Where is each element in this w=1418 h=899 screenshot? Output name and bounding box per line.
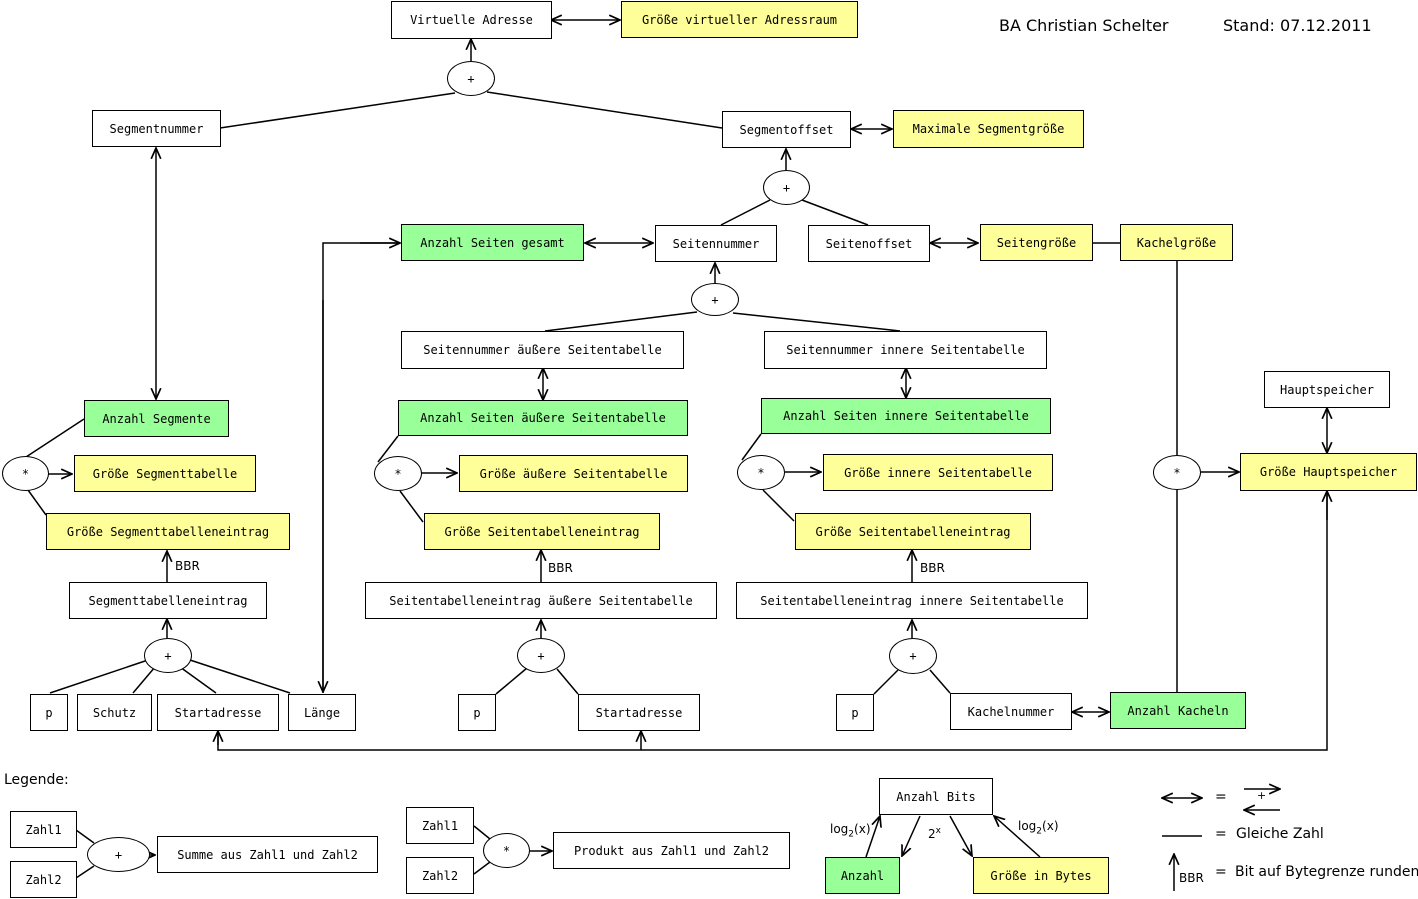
legend-zahl2-times: Zahl2 bbox=[406, 857, 474, 894]
legend-title: Legende: bbox=[4, 772, 69, 788]
op-plus-segmentoffset: + bbox=[763, 170, 810, 205]
box-anzahl-seiten-innere: Anzahl Seiten innere Seitentabelle bbox=[761, 398, 1051, 434]
box-seitennummer-aeussere: Seitennummer äußere Seitentabelle bbox=[401, 331, 684, 369]
box-seitentabelleneintrag-innere: Seitentabelleneintrag innere Seitentabel… bbox=[736, 582, 1088, 619]
box-groesse-hauptspeicher: Größe Hauptspeicher bbox=[1240, 453, 1417, 491]
bbr-label-aeussere: BBR bbox=[548, 561, 573, 575]
box-groesse-virtueller-adressraum: Größe virtueller Adressraum bbox=[621, 1, 858, 38]
box-anzahl-kacheln: Anzahl Kacheln bbox=[1110, 692, 1246, 729]
box-hauptspeicher: Hauptspeicher bbox=[1264, 371, 1390, 408]
box-seitengroesse: Seitengröße bbox=[980, 224, 1093, 261]
op-plus-segmenttabelleneintrag: + bbox=[144, 638, 192, 673]
box-seitennummer: Seitennummer bbox=[655, 225, 777, 262]
box-kachelnummer: Kachelnummer bbox=[950, 693, 1072, 730]
legend-anzahl-bits: Anzahl Bits bbox=[879, 778, 993, 815]
box-laenge: Länge bbox=[288, 694, 356, 731]
legend-log-right: log2(x) bbox=[1018, 819, 1059, 837]
legend-eq-2: = bbox=[1215, 826, 1227, 842]
legend-zahl2-plus: Zahl2 bbox=[10, 861, 77, 898]
op-plus-ste-aeussere: + bbox=[517, 638, 565, 673]
box-segmentoffset: Segmentoffset bbox=[722, 111, 851, 148]
box-segmenttabelleneintrag: Segmenttabelleneintrag bbox=[69, 582, 267, 619]
box-p-segment: p bbox=[30, 694, 68, 731]
box-segmentnummer: Segmentnummer bbox=[92, 110, 221, 147]
legend-eq-1: = bbox=[1215, 789, 1227, 805]
box-virtuelle-adresse: Virtuelle Adresse bbox=[391, 1, 552, 39]
op-times-segmenttabelle: * bbox=[2, 456, 49, 491]
op-plus-seitennummer: + bbox=[691, 283, 739, 316]
box-anzahl-seiten-aeussere: Anzahl Seiten äußere Seitentabelle bbox=[398, 400, 688, 436]
box-anzahl-seiten-gesamt: Anzahl Seiten gesamt bbox=[401, 224, 584, 261]
legend-gleiche-zahl: Gleiche Zahl bbox=[1236, 826, 1324, 842]
legend-produkt: Produkt aus Zahl1 und Zahl2 bbox=[553, 832, 790, 869]
op-times-aeussere: * bbox=[374, 456, 422, 491]
legend-anzahl: Anzahl bbox=[825, 857, 900, 894]
legend-pow: 2x bbox=[928, 826, 941, 841]
box-maximale-segmentgroesse: Maximale Segmentgröße bbox=[893, 110, 1084, 148]
box-p-innere: p bbox=[836, 694, 874, 731]
legend-swap-plus: + bbox=[1257, 789, 1267, 802]
box-groesse-segmenttabelleneintrag: Größe Segmenttabelleneintrag bbox=[46, 513, 290, 550]
legend-op-times: * bbox=[483, 833, 530, 868]
box-seitenoffset: Seitenoffset bbox=[808, 225, 930, 262]
legend-op-plus: + bbox=[87, 837, 150, 872]
box-groesse-segmenttabelle: Größe Segmenttabelle bbox=[74, 455, 256, 492]
box-seitennummer-innere: Seitennummer innere Seitentabelle bbox=[764, 331, 1047, 369]
box-groesse-seitentabelleneintrag-aeussere: Größe Seitentabelleneintrag bbox=[424, 513, 660, 550]
legend-bbr: BBR bbox=[1179, 871, 1204, 885]
op-plus-ste-innere: + bbox=[889, 638, 937, 674]
legend-eq-3: = bbox=[1215, 864, 1227, 880]
box-schutz: Schutz bbox=[77, 694, 152, 731]
box-groesse-innere: Größe innere Seitentabelle bbox=[823, 454, 1053, 491]
bbr-label-segment: BBR bbox=[175, 559, 200, 573]
legend-log-left: log2(x) bbox=[830, 822, 871, 840]
box-startadresse-aeussere: Startadresse bbox=[578, 694, 700, 731]
date-label: Stand: 07.12.2011 bbox=[1223, 16, 1372, 35]
op-times-innere: * bbox=[737, 455, 785, 490]
box-startadresse-segment: Startadresse bbox=[157, 694, 279, 731]
box-groesse-aeussere: Größe äußere Seitentabelle bbox=[459, 455, 688, 492]
box-groesse-seitentabelleneintrag-innere: Größe Seitentabelleneintrag bbox=[795, 513, 1031, 550]
bbr-label-innere: BBR bbox=[920, 561, 945, 575]
legend-groesse-in-bytes: Größe in Bytes bbox=[973, 857, 1109, 894]
author-label: BA Christian Schelter bbox=[999, 16, 1169, 35]
op-plus-virtuelle-adresse: + bbox=[447, 61, 495, 96]
box-p-aeussere: p bbox=[458, 694, 496, 731]
box-anzahl-segmente: Anzahl Segmente bbox=[84, 400, 229, 437]
legend-bit-runden: Bit auf Bytegrenze runden bbox=[1235, 864, 1418, 880]
legend-zahl1-plus: Zahl1 bbox=[10, 811, 77, 848]
box-kachelgroesse: Kachelgröße bbox=[1120, 224, 1233, 261]
box-seitentabelleneintrag-aeussere: Seitentabelleneintrag äußere Seitentabel… bbox=[365, 582, 717, 619]
legend-summe: Summe aus Zahl1 und Zahl2 bbox=[157, 836, 378, 873]
legend-zahl1-times: Zahl1 bbox=[406, 807, 474, 844]
op-times-hauptspeicher: * bbox=[1153, 455, 1201, 490]
